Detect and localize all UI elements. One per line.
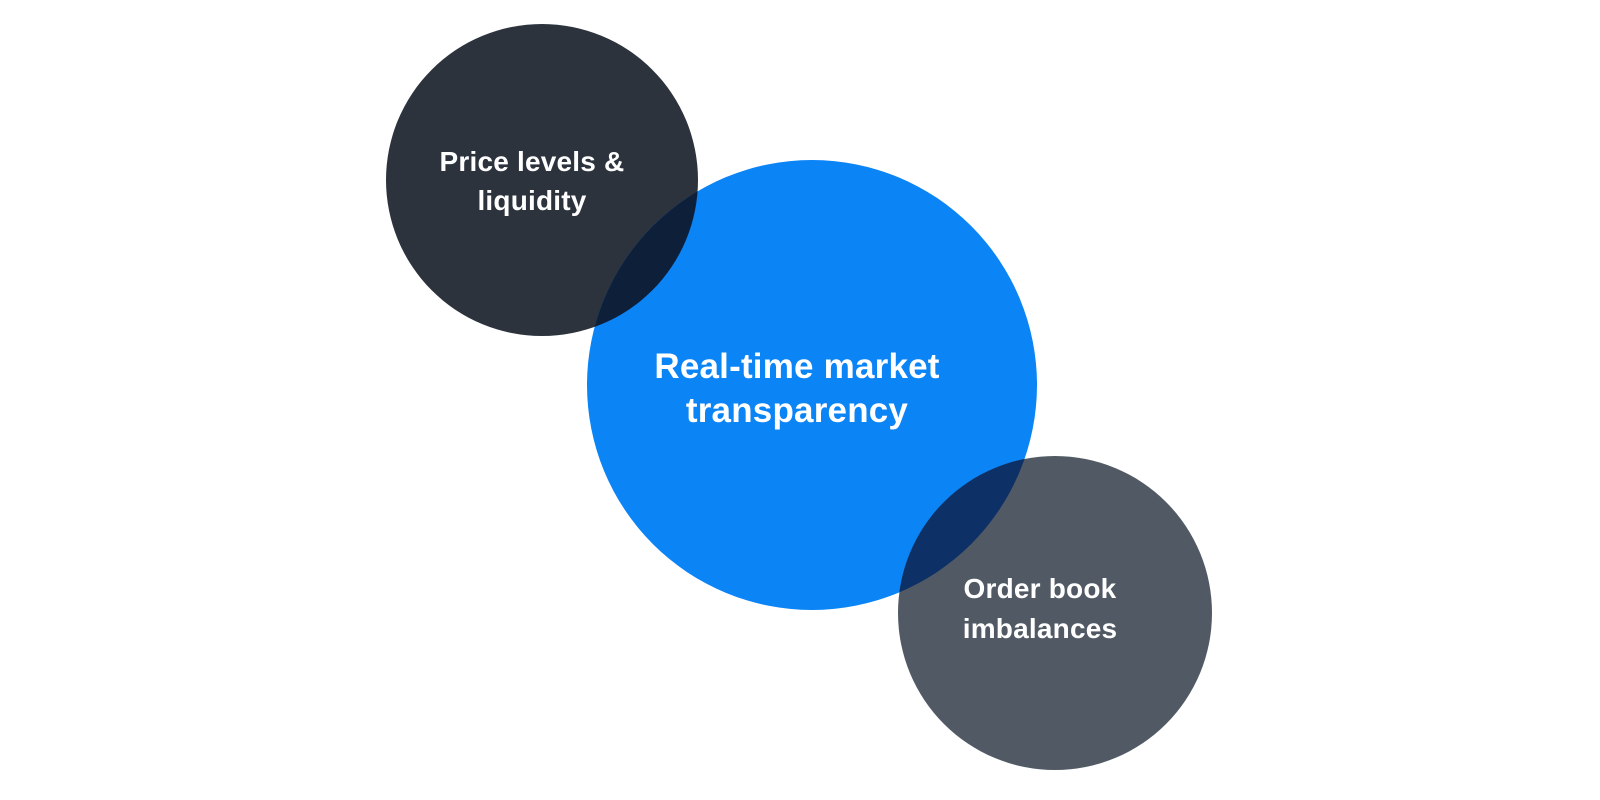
label-line: transparency <box>685 391 909 430</box>
circle-label-price-levels: Price levels & liquidity <box>440 142 625 220</box>
label-line: imbalances <box>962 613 1118 644</box>
circle-market-transparency <box>587 160 1037 610</box>
label-line: Price levels & <box>439 146 625 177</box>
overlap-lens-shape <box>898 456 1037 610</box>
label-line: Order book <box>963 573 1117 604</box>
label-line: Real-time market <box>654 347 940 386</box>
overlap-market-transparency-order-book <box>898 456 1037 610</box>
circle-label-order-book: Order book imbalances <box>963 569 1118 649</box>
circle-label-market-transparency: Real-time market transparency <box>654 345 939 433</box>
label-line: liquidity <box>477 185 587 216</box>
circle-price-levels <box>386 24 698 336</box>
